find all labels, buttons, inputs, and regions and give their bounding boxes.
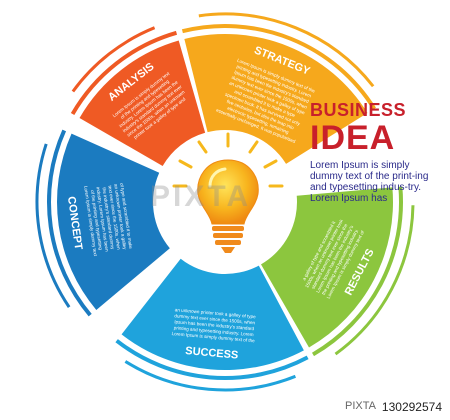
segment-success-ring-1 <box>115 339 309 380</box>
segment-success-wedge <box>121 258 304 371</box>
segment-concept-wedge <box>57 133 170 310</box>
watermark: PIXTA <box>150 180 252 213</box>
segment-analysis-wedge <box>79 40 206 166</box>
segment-results-ring-1 <box>311 186 403 357</box>
title-description: Lorem Ipsum is simply dummy text of the … <box>310 160 429 204</box>
segment-success-ring-2 <box>124 360 296 392</box>
segment-results-wedge <box>261 187 393 348</box>
segment-analysis-ring-2 <box>71 26 156 93</box>
segment-success-body-line: Ipsum has been the industry's standard <box>174 319 255 331</box>
segment-strategy-ring-1 <box>181 24 376 110</box>
segment-success-body-line: printing and typesetting industry. Lorem <box>174 325 254 337</box>
segment-concept-ring-2 <box>35 143 71 308</box>
title-business: BUSINESS <box>310 100 407 120</box>
lightbulb-icon <box>172 132 284 253</box>
segment-results-ring-2 <box>334 205 415 356</box>
title-idea: IDEA <box>310 119 396 157</box>
footer-image-id: 130292574 <box>381 400 442 414</box>
segment-strategy-wedge <box>184 34 368 164</box>
segment-strategy-ring-2 <box>198 12 375 88</box>
footer-bar <box>0 396 450 420</box>
segment-analysis-ring-1 <box>70 30 178 116</box>
title-block: BUSINESS IDEA Lorem Ipsum is simply dumm… <box>310 100 445 204</box>
footer-logo: PIXTA <box>345 400 376 412</box>
segment-success-label: SUCCESS <box>185 345 239 362</box>
segment-concept-ring-1 <box>47 129 92 317</box>
